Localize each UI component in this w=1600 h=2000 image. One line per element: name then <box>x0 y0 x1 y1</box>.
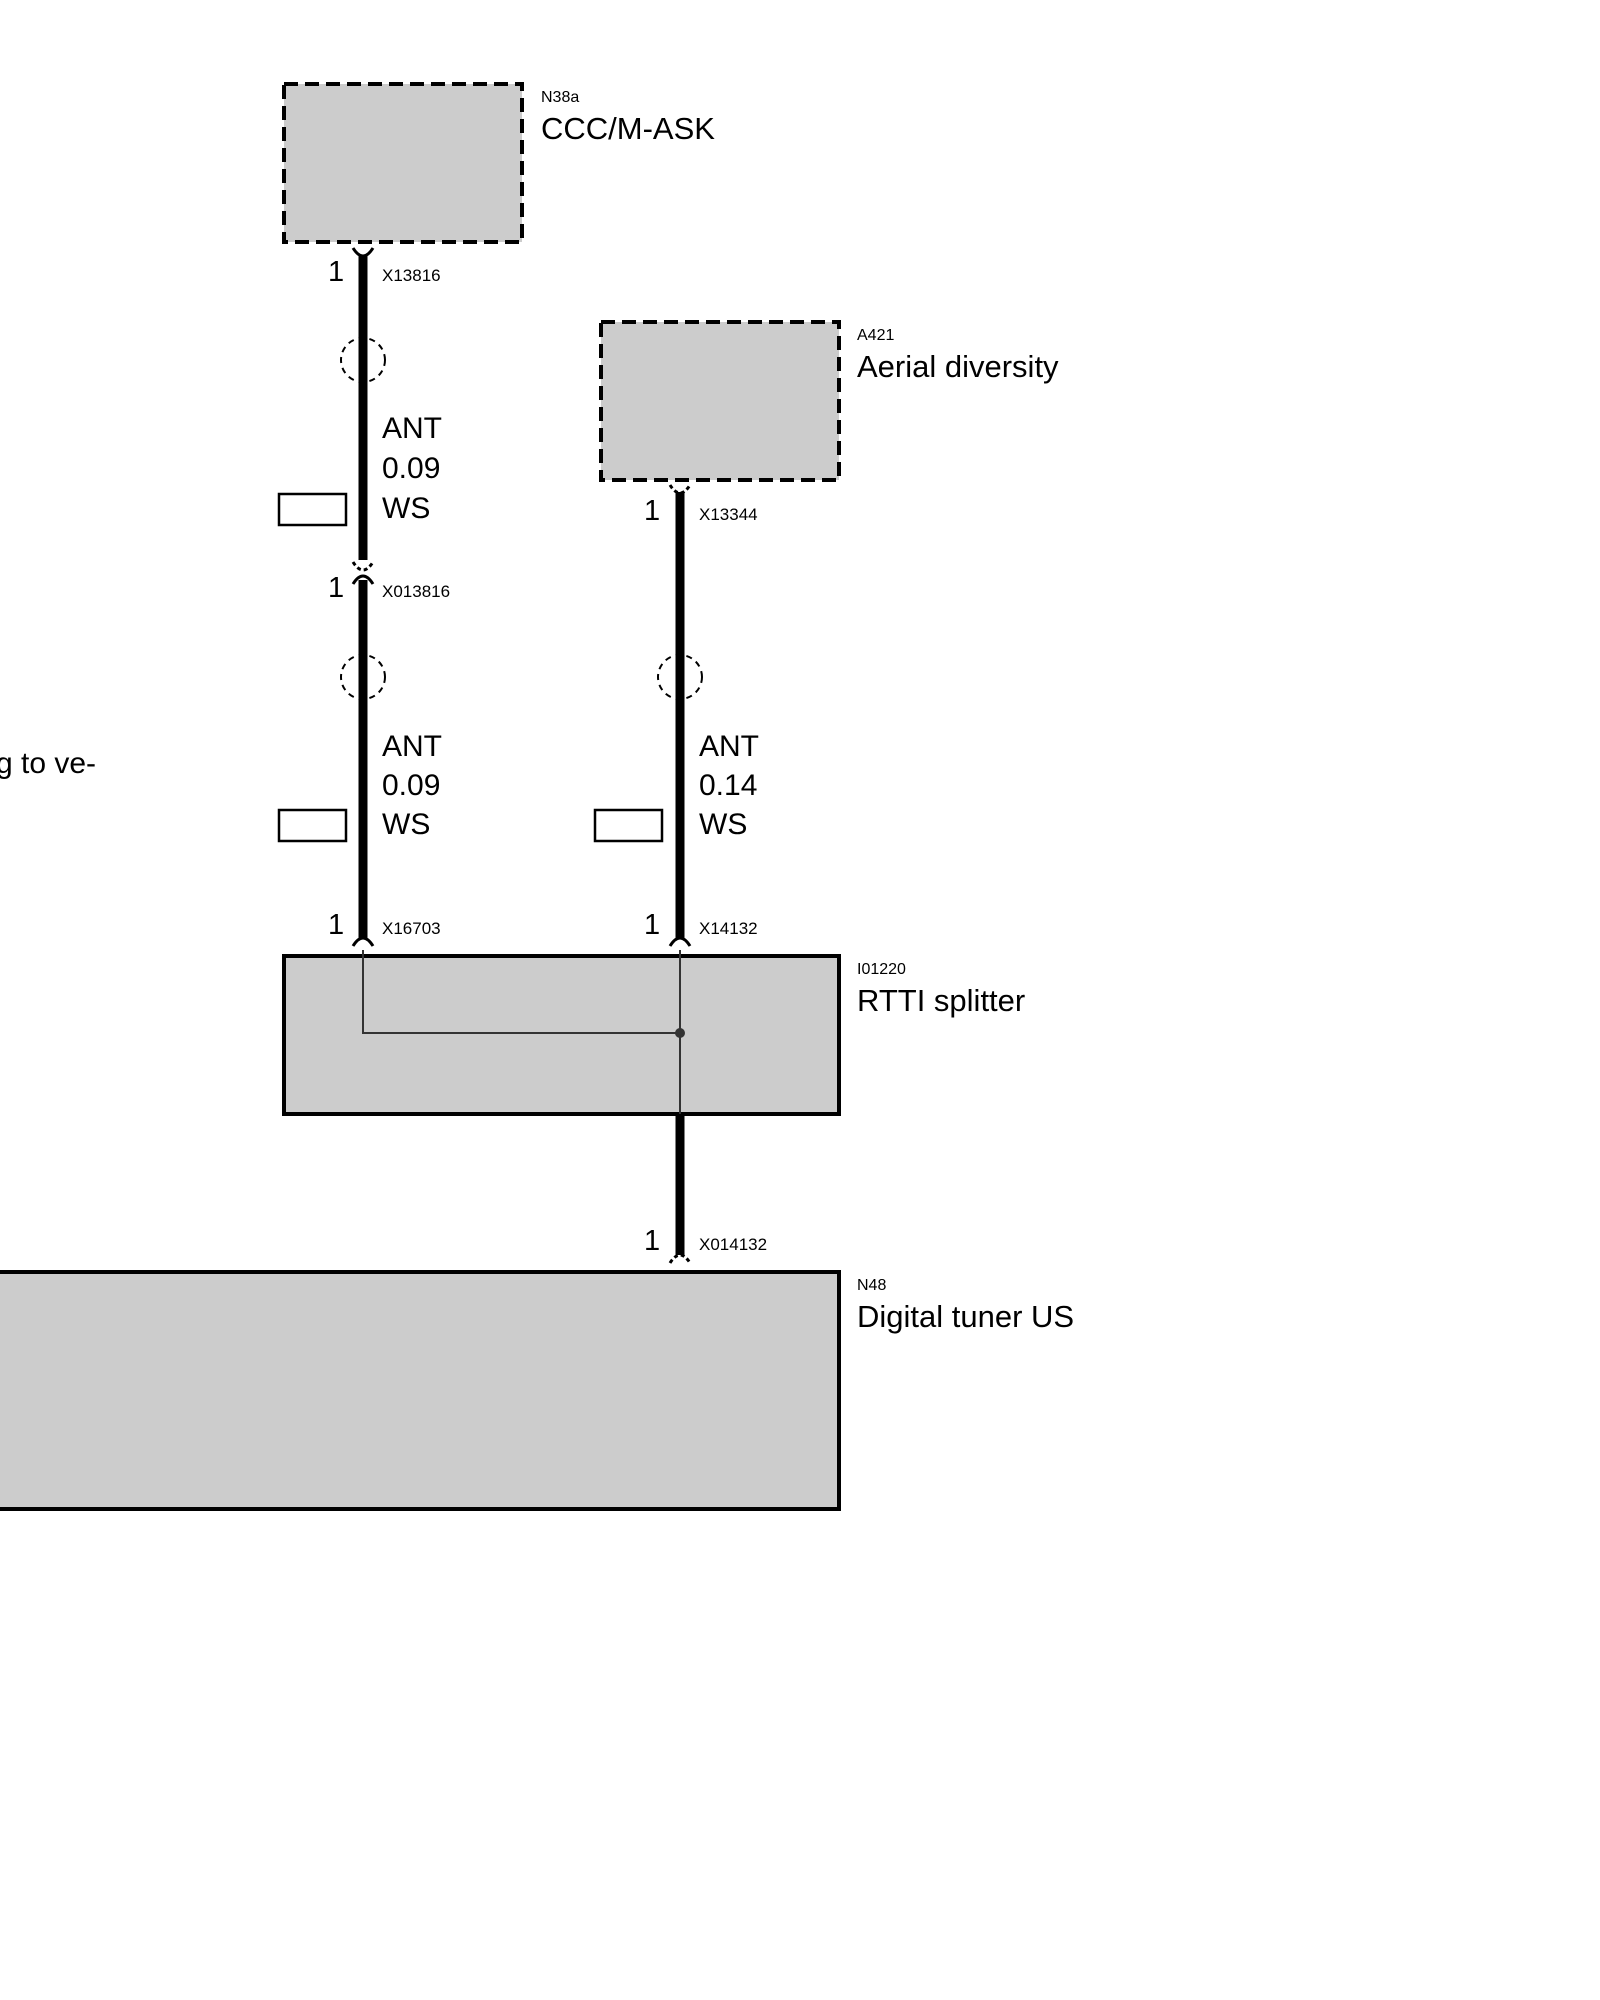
wire-tag-w1 <box>277 492 348 527</box>
ccc-module-id: N38a <box>541 89 579 106</box>
wire-w3-color: WS <box>699 808 747 841</box>
digital-tuner-id: N48 <box>857 1277 886 1294</box>
wire-w1-size: 0.09 <box>382 452 440 485</box>
pin-arc-x13344 <box>668 484 692 495</box>
wire-tag-w3 <box>593 808 664 843</box>
connector-x13816: X13816 <box>382 266 441 285</box>
shield-icon <box>340 654 386 700</box>
pin-number-x13816: 1 <box>328 256 344 288</box>
aerial-diversity-name: Aerial diversity <box>857 349 1059 384</box>
pin-arc-x13816 <box>351 247 375 258</box>
shield-icon <box>657 654 703 700</box>
pin-number-x014132: 1 <box>644 1225 660 1257</box>
splitter-internal-wiring <box>362 950 680 1034</box>
pin-number-x13344: 1 <box>644 495 660 527</box>
pin-number-x14132: 1 <box>644 909 660 941</box>
rtti-splitter-id: I01220 <box>857 961 906 978</box>
rtti-splitter: I01220 RTTI splitter <box>282 950 1025 1116</box>
ccc-module: N38a CCC/M-ASK <box>282 82 715 244</box>
wire-w3-signal: ANT <box>699 730 759 763</box>
wire-tag-w2 <box>277 808 348 843</box>
wire-w2-signal: ANT <box>382 730 442 763</box>
rtti-splitter-name: RTTI splitter <box>857 983 1025 1018</box>
ccc-module-name: CCC/M-ASK <box>541 111 715 146</box>
wire-w2-color: WS <box>382 808 430 841</box>
connector-x16703: X16703 <box>382 919 441 938</box>
aerial-diversity-module: A421 Aerial diversity <box>599 320 1059 482</box>
cut-off-note: g to ve- <box>0 747 96 780</box>
digital-tuner-module: N48 Digital tuner US <box>0 1270 1074 1511</box>
wire-w1-signal: ANT <box>382 412 442 445</box>
pin-arc-x014132 <box>668 1253 692 1264</box>
connector-x14132: X14132 <box>699 919 758 938</box>
connector-x014132: X014132 <box>699 1235 767 1254</box>
pin-arc-x013816-top <box>351 561 375 572</box>
digital-tuner-name: Digital tuner US <box>857 1299 1074 1334</box>
splice-point <box>675 1028 685 1038</box>
connector-x13344: X13344 <box>699 505 758 524</box>
pin-number-x013816: 1 <box>328 572 344 604</box>
pin-arc-x013816-bottom <box>351 574 375 585</box>
wire-w3-size: 0.14 <box>699 769 757 802</box>
wire-w1-color: WS <box>382 492 430 525</box>
pin-arc-x16703 <box>351 936 375 947</box>
pin-number-x16703: 1 <box>328 909 344 941</box>
connector-x013816: X013816 <box>382 582 450 601</box>
shield-icon <box>340 337 386 383</box>
aerial-diversity-id: A421 <box>857 327 894 344</box>
pin-arc-x14132 <box>668 936 692 947</box>
wire-w2-size: 0.09 <box>382 769 440 802</box>
